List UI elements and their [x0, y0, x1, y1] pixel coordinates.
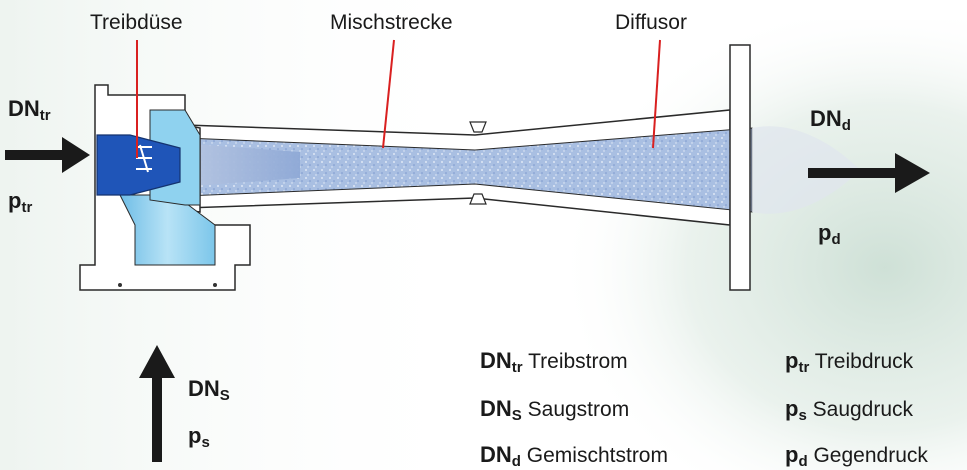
legend-item: ps Saugdruck: [785, 398, 913, 423]
label-mischstrecke: Mischstrecke: [330, 12, 453, 33]
label-diffusor: Diffusor: [615, 12, 687, 33]
symbol-p-s: ps: [188, 425, 210, 450]
label-treibduese: Treibdüse: [90, 12, 183, 33]
outlet-flange: [730, 45, 750, 290]
symbol-dn-tr: DNtr: [8, 98, 51, 123]
legend-item: ptr Treibdruck: [785, 350, 913, 375]
symbol-p-tr: ptr: [8, 190, 32, 215]
symbol-dn-s: DNS: [188, 378, 230, 403]
legend-item: DNtr Treibstrom: [480, 350, 628, 375]
legend-item: DNS Saugstrom: [480, 398, 629, 423]
legend-item: DNd Gemischtstrom: [480, 444, 668, 469]
symbol-p-d: pd: [818, 222, 841, 247]
symbol-dn-d: DNd: [810, 108, 851, 133]
legend-item: pd Gegendruck: [785, 444, 928, 469]
